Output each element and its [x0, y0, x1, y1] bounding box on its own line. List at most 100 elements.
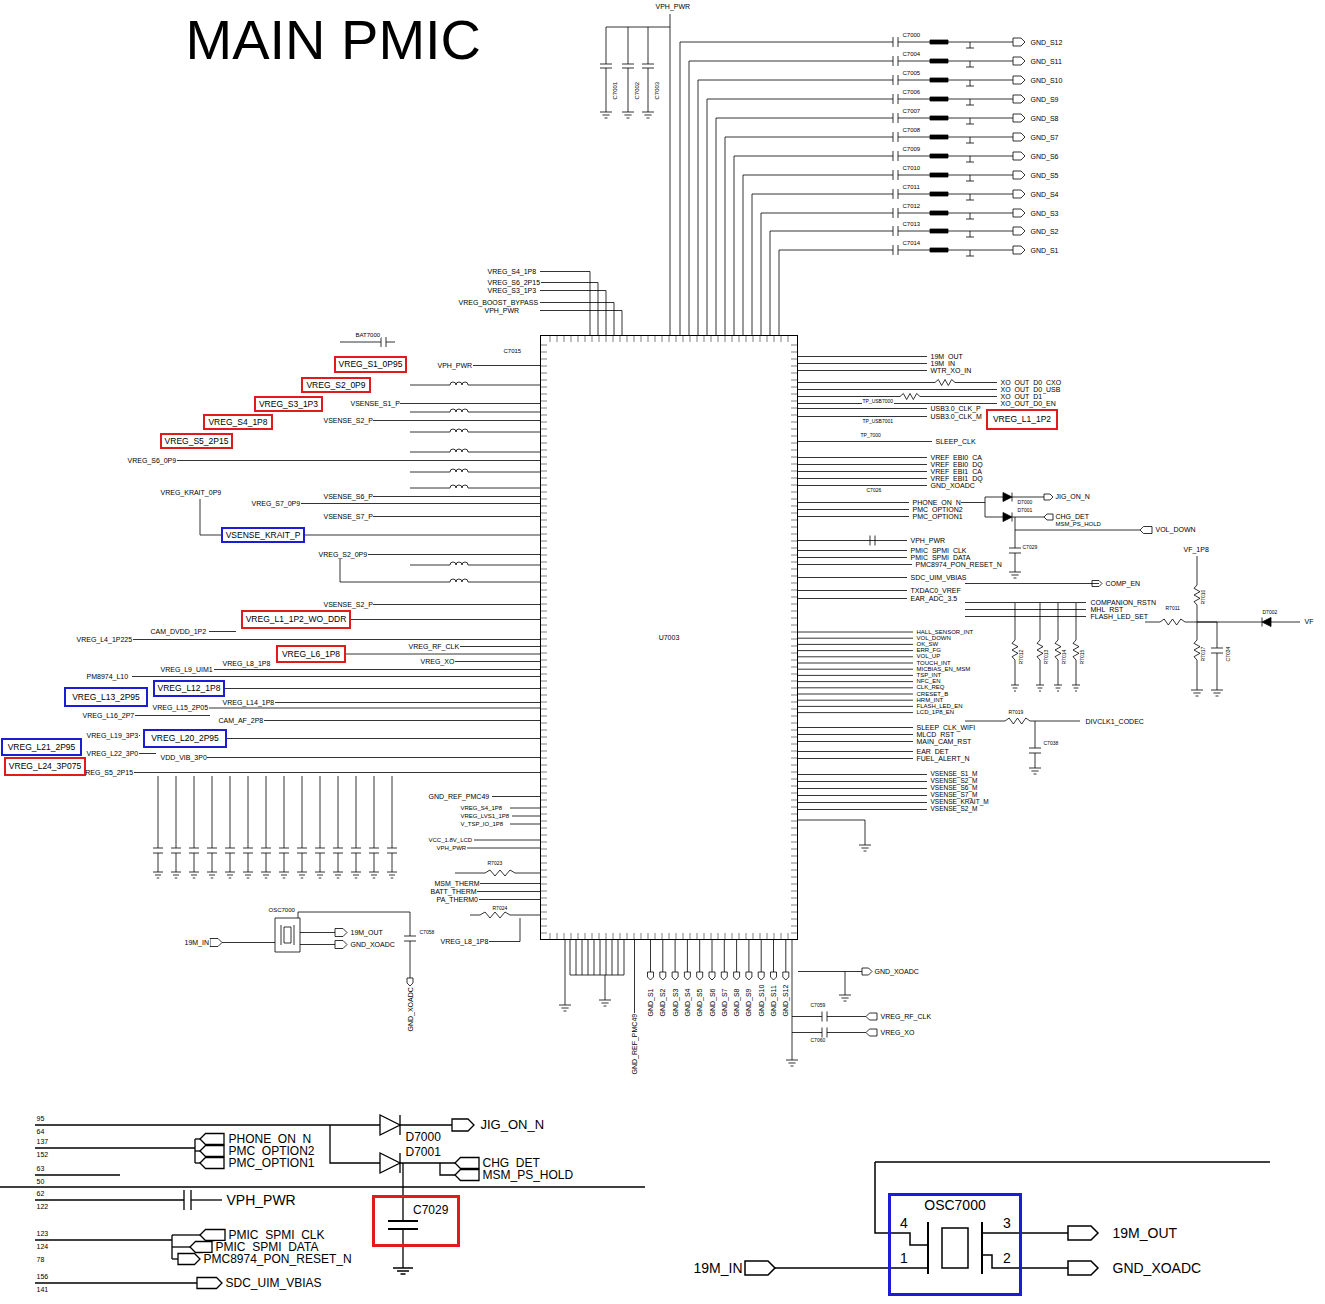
- rail-callout: VREG_L1_1P2: [986, 409, 1058, 430]
- net-label: C7026: [866, 488, 882, 493]
- rail-callout: VREG_S3_1P3: [254, 396, 323, 412]
- wire: [628, 27, 629, 64]
- wire: [302, 776, 303, 848]
- symbol: [200, 1158, 224, 1169]
- net-label: GND_XOADC: [874, 968, 919, 975]
- net-label: C7005: [902, 70, 921, 76]
- wire: [798, 734, 913, 735]
- net-label: VSENSE_KRAIT_M: [930, 799, 989, 806]
- wire: [798, 416, 927, 417]
- symbol: [734, 972, 740, 980]
- symbol: [178, 1254, 200, 1265]
- net-label: BATT_THERM: [430, 888, 477, 895]
- symbol: [450, 579, 468, 582]
- wire: [1197, 622, 1217, 648]
- symbol: [930, 40, 948, 44]
- wire: [875, 1161, 1270, 1163]
- net-label: MSM_PS_HOLD: [482, 1169, 574, 1181]
- wire: [748, 940, 749, 972]
- wire: [798, 758, 913, 759]
- wire: [588, 940, 589, 975]
- net-label: GND_S1: [647, 988, 654, 1017]
- net-label: VSENSE_S1_M: [930, 771, 978, 778]
- wire: [468, 565, 540, 566]
- wire: [212, 776, 213, 848]
- symbol: [1211, 648, 1223, 653]
- wire: [373, 516, 540, 517]
- net-label: VOL_DOWN: [1155, 526, 1196, 533]
- net-label: C7059: [810, 1003, 826, 1008]
- wire: [136, 753, 156, 754]
- wire: [410, 432, 450, 433]
- wire: [1015, 660, 1016, 685]
- wire: [1073, 640, 1079, 660]
- wire: [898, 137, 1013, 138]
- wire: [798, 795, 927, 796]
- net-label: GND_S10: [1030, 77, 1063, 84]
- wire: [920, 396, 997, 397]
- net-label: R7011: [1165, 606, 1180, 611]
- symbol: [966, 250, 974, 256]
- net-label: VREG_BOOST_BYPASS: [458, 299, 539, 306]
- net-label: GND_S3: [672, 988, 679, 1017]
- symbol: [243, 848, 253, 853]
- symbol: [1029, 768, 1041, 774]
- net-label: GND_S4: [1030, 191, 1059, 198]
- wire: [172, 460, 540, 461]
- wire: [982, 1255, 1022, 1268]
- symbol: [893, 170, 898, 180]
- symbol: [351, 872, 361, 878]
- wire: [410, 472, 450, 473]
- net-label: PMIC_SPMI_CLK: [910, 547, 967, 554]
- wire: [340, 559, 430, 582]
- wire: [798, 370, 927, 371]
- net-label: COMPANION_RSTN: [1090, 599, 1157, 606]
- wire: [468, 385, 540, 386]
- wire: [707, 99, 893, 335]
- wire: [540, 303, 614, 336]
- net-label: VF_1P8: [1183, 546, 1209, 553]
- symbol: [600, 64, 612, 68]
- net-label: SLEEP_CLK: [935, 438, 976, 445]
- wire: [699, 940, 700, 972]
- symbol: [450, 485, 468, 488]
- rail-callout: VREG_L21_2P95: [1, 738, 82, 756]
- wire: [35, 1147, 195, 1148]
- symbol: [275, 918, 300, 952]
- wire: [888, 1233, 928, 1245]
- net-label: 19M_OUT: [350, 929, 383, 936]
- net-label: CHG_DET: [1055, 513, 1089, 520]
- wire: [798, 788, 927, 789]
- wire: [200, 499, 221, 535]
- symbol: [642, 112, 654, 118]
- symbol: [672, 972, 678, 980]
- wire: [670, 14, 671, 335]
- symbol: [893, 208, 898, 218]
- wire: [1058, 603, 1059, 640]
- wire-connector: [225, 688, 540, 689]
- wire: [320, 776, 321, 848]
- wire: [798, 577, 907, 578]
- pin-ticks: [540, 335, 798, 940]
- wire: [488, 918, 520, 942]
- symbol: [207, 848, 217, 853]
- wire: [798, 502, 909, 503]
- wire: [222, 942, 275, 943]
- net-label: CHG_DET: [482, 1157, 540, 1169]
- symbol: [866, 1029, 877, 1036]
- wire: [985, 497, 986, 517]
- wire: [300, 932, 335, 933]
- net-label: VREG_XO: [420, 658, 455, 665]
- net-label: D7002: [1262, 610, 1278, 615]
- wire: [687, 940, 688, 972]
- net-label: CAM_DVDD_1P2: [150, 628, 207, 635]
- wire: [1012, 497, 1044, 498]
- symbol: [1036, 685, 1044, 691]
- net-label: GND_S4: [684, 988, 691, 1017]
- wire: [798, 485, 927, 486]
- wire: [648, 27, 649, 64]
- symbol: [599, 1000, 611, 1006]
- net-label: PM8974_L10: [86, 673, 129, 680]
- wire: [194, 853, 195, 872]
- wire: [366, 554, 540, 555]
